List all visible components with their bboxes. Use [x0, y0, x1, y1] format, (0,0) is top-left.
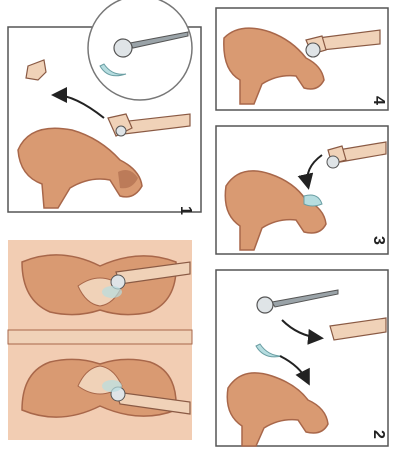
- spine-bar: [8, 330, 192, 344]
- femoral-head-ball-icon: [306, 43, 320, 57]
- femoral-head-ball-icon: [257, 297, 273, 313]
- panel-step-3: 3: [216, 126, 388, 254]
- acetabular-liner-icon: [102, 380, 122, 392]
- panel-step-1: 1: [8, 0, 201, 215]
- femoral-head-ball-icon: [327, 156, 339, 168]
- step-number: 3: [370, 236, 387, 245]
- femoral-head-ball-icon: [114, 39, 132, 57]
- pelvis-overview: [8, 240, 192, 440]
- panel-step-2: 2: [216, 270, 388, 446]
- magnified-inset: [88, 0, 192, 100]
- panel-step-4: 4: [216, 8, 388, 110]
- step-number: 1: [177, 206, 194, 215]
- acetabular-liner-icon: [102, 286, 122, 298]
- step-number: 4: [370, 96, 387, 105]
- step-number: 2: [370, 430, 387, 439]
